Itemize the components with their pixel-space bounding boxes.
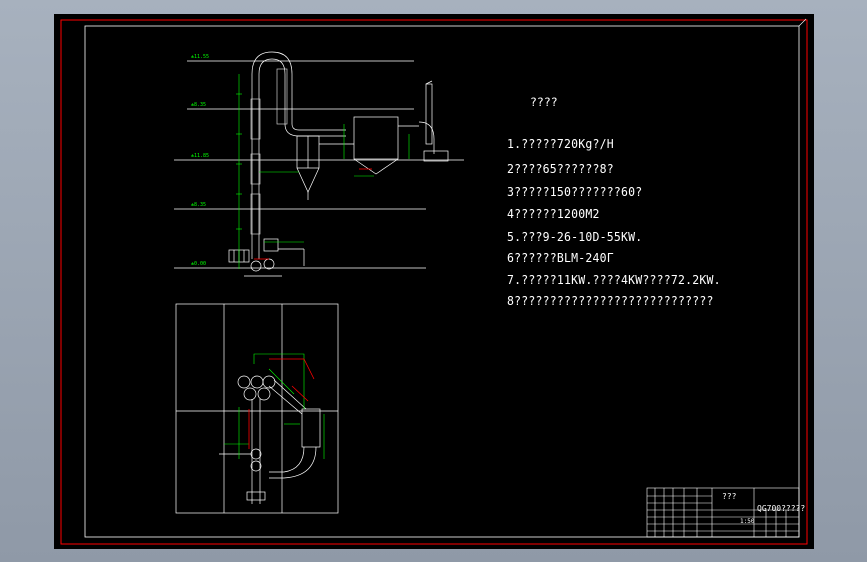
note-line: 7.?????11KW.????4KW????72.2KW. xyxy=(507,272,721,288)
title-block-scale: 1:50 xyxy=(740,518,755,525)
plan-frame xyxy=(175,303,339,514)
inner-frame xyxy=(84,25,800,538)
plan-highlights xyxy=(248,358,315,449)
feeder-hopper xyxy=(263,238,279,252)
note-line: 4??????1200M2 xyxy=(507,206,600,222)
elevation-mark: ±8.35 xyxy=(191,102,206,108)
title-block-frame xyxy=(646,487,800,538)
title-block-name: ??? xyxy=(722,492,737,501)
plan-return-duct-inner xyxy=(269,446,317,479)
plan-feeder xyxy=(250,448,262,460)
fan-duct xyxy=(418,121,435,154)
dim-leader xyxy=(253,353,305,409)
plan-cyclone xyxy=(262,375,276,389)
plan-feeder xyxy=(250,460,262,472)
title-block-drawing-no: QG700????? xyxy=(757,504,806,513)
plan-bag-filter xyxy=(301,408,321,448)
elevation-mark: ±0.00 xyxy=(191,261,206,267)
bag-filter xyxy=(353,116,399,160)
plan-base xyxy=(246,491,266,501)
top-bend xyxy=(251,51,293,124)
note-line: 3?????150???????60? xyxy=(507,184,643,200)
dim-line xyxy=(268,368,295,395)
note-line: 5.???9-26-10D-55KW. xyxy=(507,229,643,245)
elevation-mark: ±11.55 xyxy=(191,54,209,60)
cad-drawing: ±11.55 ±8.35 ±11.85 ±8.35 ±0.00 xyxy=(60,18,808,545)
frame-corner-mark xyxy=(798,18,807,27)
elevation-labels: ±11.55 ±8.35 ±11.85 ±8.35 ±0.00 xyxy=(191,54,209,267)
cyclone-cone xyxy=(296,167,320,193)
feeder-wheel xyxy=(263,258,275,270)
riser-section xyxy=(250,153,261,185)
elevation-view xyxy=(174,51,464,277)
elevation-mark: ±11.85 xyxy=(191,153,209,159)
feeder-wheel xyxy=(250,260,262,272)
riser-section xyxy=(250,193,261,235)
elbow-to-cyclone-outer xyxy=(291,123,346,131)
elevation-mark: ±8.35 xyxy=(191,202,206,208)
plan-return-duct xyxy=(269,446,305,473)
notes-title: ???? xyxy=(530,95,558,109)
red-leader xyxy=(291,385,309,402)
outer-frame xyxy=(60,19,808,545)
plan-cyclone xyxy=(237,375,251,389)
riser-section xyxy=(250,98,261,140)
note-line: 8???????????????????????????? xyxy=(507,293,714,309)
plan-cyclone xyxy=(243,387,257,401)
exhaust-stack xyxy=(425,83,433,145)
title-block xyxy=(646,487,800,538)
fan-motor xyxy=(423,150,449,162)
red-leader xyxy=(269,358,315,380)
note-line: 1.?????720Kg?/H xyxy=(507,136,614,152)
plan-view xyxy=(175,303,339,514)
exhaust-stack-top xyxy=(425,80,433,85)
dryer-column xyxy=(276,68,288,125)
note-line: 6??????BLM-240Г xyxy=(507,250,614,266)
plan-dimensions xyxy=(224,353,325,459)
elevation-highlights xyxy=(254,168,372,260)
note-line: 2????65??????8? xyxy=(507,161,614,177)
bag-filter-hopper xyxy=(353,158,399,175)
plan-cyclone xyxy=(257,387,271,401)
plan-duct xyxy=(268,385,303,415)
drawing-sheet: ±11.55 ±8.35 ±11.85 ±8.35 ±0.00 xyxy=(54,14,814,549)
plan-duct xyxy=(273,379,307,410)
elevation-dimensions xyxy=(236,74,410,269)
plan-cyclone xyxy=(250,375,264,389)
